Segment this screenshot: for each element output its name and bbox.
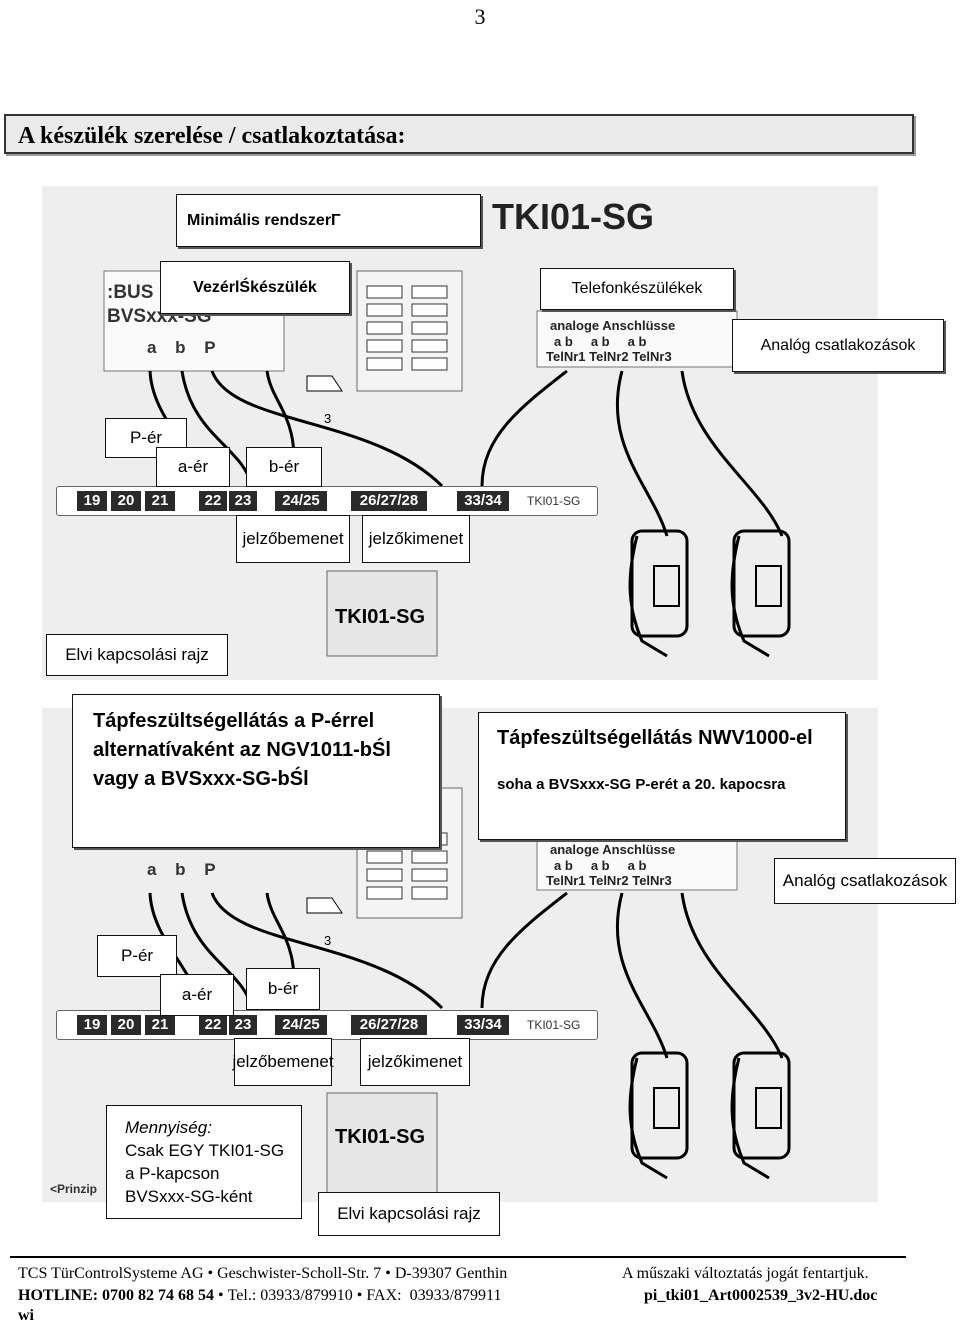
schematic-caption-1: Elvi kapcsolási rajz bbox=[46, 634, 228, 676]
footer-address: TCS TürControlSysteme AG • Geschwister-S… bbox=[18, 1265, 507, 1283]
signal-input-box: jelzőbemenet bbox=[236, 515, 350, 563]
section-title: A készülék szerelése / csatlakoztatása: bbox=[4, 114, 914, 154]
abp-label-2: a b P bbox=[147, 860, 216, 879]
nwv-subtitle: soha a BVSxxx-SG P-erét a 20. kapocsra bbox=[497, 776, 786, 793]
signal-output-box: jelzőkimenet bbox=[362, 515, 470, 563]
supply-p-wire-box: Tápfeszültségellátás a P-érrel alternatí… bbox=[72, 694, 440, 848]
p-wire-label-2: P-ér bbox=[97, 935, 177, 977]
bus-label: :BUS bbox=[107, 282, 154, 303]
b-wire-label-2: b-ér bbox=[246, 968, 320, 1010]
telnr-row: TelNr1 TelNr2 TelNr3 bbox=[546, 349, 672, 364]
bullet-icon: • bbox=[356, 1287, 363, 1304]
controller-box: VezérlŚkészülék bbox=[160, 261, 350, 314]
module-label: TKI01-SG bbox=[335, 606, 426, 628]
analoge-label: analoge Anschlüsse bbox=[550, 318, 676, 333]
phones-box: Telefonkészülékek bbox=[540, 268, 734, 310]
terminal-26-27-28: 26/27/28 bbox=[351, 491, 427, 511]
nwv-supply-box: Tápfeszültségellátás NWV1000-el soha a B… bbox=[478, 712, 846, 840]
telnr-row-2: TelNr1 TelNr2 TelNr3 bbox=[546, 873, 672, 888]
strip-label: TKI01-SG bbox=[527, 494, 581, 508]
footer-street: Geschwister-Scholl-Str. 7 bbox=[217, 1265, 382, 1282]
supply-line-1: Tápfeszültségellátás a P-érrel bbox=[93, 710, 375, 732]
quantity-line-2: a P-kapcson bbox=[125, 1164, 220, 1183]
bullet-icon: • bbox=[385, 1265, 391, 1282]
terminal-21: 21 bbox=[145, 1015, 175, 1035]
terminal-22: 22 bbox=[199, 1015, 227, 1035]
terminal-24-25: 24/25 bbox=[275, 491, 327, 511]
page-number: 3 bbox=[474, 4, 486, 29]
terminal-23: 23 bbox=[229, 491, 257, 511]
nwv-title: Tápfeszültségellátás NWV1000-el bbox=[497, 727, 813, 749]
footer-rights: A műszaki változtatás jogát fentartjuk. bbox=[622, 1265, 869, 1282]
footer-divider bbox=[10, 1256, 906, 1258]
terminal-22: 22 bbox=[199, 491, 227, 511]
terminal-20: 20 bbox=[111, 491, 141, 511]
terminal-24-25: 24/25 bbox=[275, 1015, 327, 1035]
footer-hotline: HOTLINE: 0700 82 74 68 54 bbox=[18, 1287, 215, 1304]
terminal-21: 21 bbox=[145, 491, 175, 511]
a-wire-label: a-ér bbox=[156, 447, 230, 487]
terminal-23: 23 bbox=[229, 1015, 257, 1035]
ab-row: a b a b a b bbox=[554, 334, 647, 349]
bullet-icon: • bbox=[218, 1287, 224, 1304]
strip-label-2: TKI01-SG bbox=[527, 1018, 581, 1032]
wire-number: 3 bbox=[324, 411, 332, 426]
prinzip-label: <Prinzip bbox=[50, 1182, 98, 1196]
footer-contact: HOTLINE: 0700 82 74 68 54 • Tel.: 03933/… bbox=[18, 1287, 501, 1305]
terminal-19: 19 bbox=[77, 1015, 107, 1035]
ab-row-2: a b a b a b bbox=[554, 858, 647, 873]
a-wire-label-2: a-ér bbox=[160, 974, 234, 1016]
minimal-system-box: Minimális rendszerΓ bbox=[176, 194, 481, 247]
b-wire-label: b-ér bbox=[246, 447, 322, 487]
analog-connections-box: Analóg csatlakozások bbox=[732, 319, 944, 372]
wire-number-2: 3 bbox=[324, 933, 332, 948]
terminal-33-34: 33/34 bbox=[457, 1015, 509, 1035]
quantity-title: Mennyiség: bbox=[125, 1118, 212, 1137]
quantity-line-1: Csak EGY TKI01-SG bbox=[125, 1141, 285, 1160]
terminal-strip-2: 19 20 21 22 23 24/25 26/27/28 33/34 TKI0… bbox=[56, 1010, 598, 1040]
diagram2-drawing bbox=[148, 787, 791, 1194]
supply-line-2: alternatívaként az NGV1011-bŚl bbox=[93, 739, 391, 761]
terminal-20: 20 bbox=[111, 1015, 141, 1035]
product-logo: TKI01-SG bbox=[492, 196, 655, 237]
footer-docname: pi_tki01_Art0002539_3v2-HU.doc bbox=[644, 1287, 878, 1304]
quantity-line-3: BVSxxx-SG-ként bbox=[125, 1187, 253, 1206]
schematic-caption-2: Elvi kapcsolási rajz bbox=[318, 1192, 500, 1236]
signal-input-box-2: jelzőbemenet bbox=[232, 1038, 334, 1086]
footer-wi: wi bbox=[18, 1307, 34, 1324]
abp-label: a b P bbox=[147, 338, 216, 357]
footer-company: TCS TürControlSysteme AG bbox=[18, 1265, 204, 1282]
footer-tel: Tel.: 03933/879910 bbox=[227, 1287, 353, 1304]
analoge-label-2: analoge Anschlüsse bbox=[550, 842, 676, 857]
supply-line-3: vagy a BVSxxx-SG-bŚl bbox=[93, 768, 309, 790]
terminal-26-27-28: 26/27/28 bbox=[351, 1015, 427, 1035]
terminal-19: 19 bbox=[77, 491, 107, 511]
signal-output-box-2: jelzőkimenet bbox=[360, 1038, 470, 1086]
bullet-icon: • bbox=[207, 1265, 214, 1282]
quantity-box: Mennyiség: Csak EGY TKI01-SG a P-kapcson… bbox=[106, 1105, 302, 1219]
footer-fax: FAX: 03933/879911 bbox=[366, 1287, 502, 1304]
footer-city: D-39307 Genthin bbox=[394, 1265, 508, 1282]
analog-connections-box-2: Analóg csatlakozások bbox=[774, 858, 956, 904]
terminal-33-34: 33/34 bbox=[457, 491, 509, 511]
module-label-2: TKI01-SG bbox=[335, 1126, 426, 1148]
terminal-strip: 19 20 21 22 23 24/25 26/27/28 33/34 TKI0… bbox=[56, 486, 598, 516]
